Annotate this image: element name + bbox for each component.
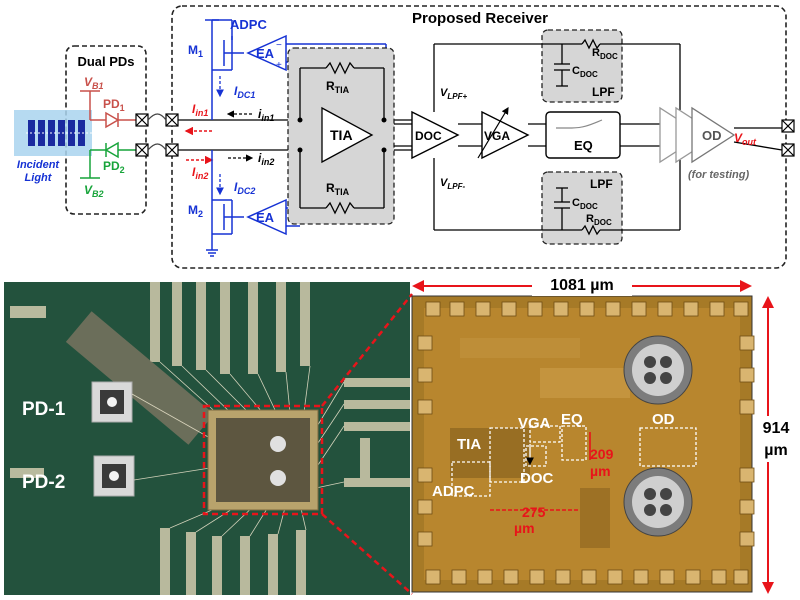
cdoc-bottom-label: CDOC — [572, 197, 598, 211]
svg-text:PD2: PD2 — [103, 159, 125, 175]
rtia-bottom-label: RTIA — [326, 181, 350, 197]
m1-label: M1 — [188, 43, 203, 59]
proposed-receiver-box — [171, 5, 787, 269]
chip-photos: PD-1 PD-2 — [0, 274, 800, 595]
pd1-photodiode: VB1 PD1 — [80, 75, 136, 129]
schematic-svg: Proposed Receiver Dual PDs Incident Ligh… — [14, 5, 795, 269]
iin2-small-label: iin2 — [258, 151, 274, 167]
for-testing-label: (for testing) — [688, 169, 749, 181]
svg-text:−: − — [276, 40, 282, 51]
dim-209-unit: µm — [590, 463, 611, 479]
rdoc-bottom-label: RDOC — [586, 213, 612, 227]
svg-text:+: + — [276, 60, 282, 71]
bond-pads-left — [135, 113, 179, 157]
idc1-label: IDC1 — [234, 84, 255, 100]
vout-label: Vout — [734, 131, 757, 147]
ea1-label: EA — [256, 46, 275, 61]
iin2-label: Iin2 — [192, 165, 208, 181]
pcb-photo — [4, 282, 410, 595]
eq-outline — [561, 425, 587, 461]
vlpf-minus-label: VLPF- — [440, 177, 465, 191]
pd2-package — [93, 455, 135, 497]
vga-amp — [481, 110, 530, 160]
cdoc-top-label: CDOC — [572, 65, 598, 79]
eq-block — [545, 111, 621, 159]
idc2-label: IDC2 — [234, 180, 255, 196]
rdoc-top-label: RDOC — [592, 47, 618, 61]
vga-outline — [529, 425, 561, 443]
iin1-small-label: iin1 — [258, 107, 274, 123]
dim-209-value: 209 — [590, 446, 614, 462]
pd1-photo-label: PD-1 — [22, 399, 66, 420]
doc-outline — [525, 445, 547, 467]
photos-svg: PD-1 PD-2 — [4, 274, 796, 595]
bond-wire-2 — [147, 143, 167, 151]
od-label: OD — [702, 128, 722, 143]
pd2-photo-label: PD-2 — [22, 472, 65, 493]
rtia-top-label: RTIA — [326, 79, 350, 95]
bond-pads-right — [781, 119, 795, 157]
die-pads — [417, 301, 755, 585]
vlpf-plus-label: VLPF+ — [440, 87, 467, 101]
die-doc-label: DOC — [520, 470, 554, 487]
pd2-photodiode: PD2 VB2 — [80, 141, 136, 199]
inductor-top — [623, 335, 693, 405]
doc-label: DOC — [415, 129, 442, 143]
die-od-label: OD — [652, 411, 675, 428]
adpc-label: ADPC — [230, 17, 267, 32]
bond-wire-1 — [147, 113, 167, 121]
receiver-schematic: Proposed Receiver Dual PDs Incident Ligh… — [0, 0, 800, 278]
dim-275-value: 275 — [522, 504, 546, 520]
iin1-label: Iin1 — [192, 102, 208, 118]
height-dimension-value: 914 — [763, 420, 790, 437]
od-outline — [639, 427, 697, 467]
dual-pds-title: Dual PDs — [77, 54, 134, 69]
die-eq-label: EQ — [561, 411, 583, 428]
eq-label: EQ — [574, 138, 593, 153]
tia-outline — [489, 427, 525, 483]
proposed-receiver-title: Proposed Receiver — [412, 10, 548, 27]
chip-highlight-box — [202, 404, 324, 516]
svg-text:PD1: PD1 — [103, 97, 125, 113]
pd1-package — [91, 381, 133, 423]
width-dimension-label: 1081 µm — [550, 278, 613, 294]
adpc-outline — [451, 461, 491, 497]
doc-amp — [411, 110, 460, 160]
die-adpc-label: ADPC — [432, 483, 475, 500]
svg-text:VB1: VB1 — [84, 75, 104, 91]
tia-label: TIA — [330, 127, 353, 143]
ea2-label: EA — [256, 210, 275, 225]
od-amps — [659, 106, 736, 164]
incident-light-label-1: Incident — [17, 159, 61, 171]
svg-text:VB2: VB2 — [84, 183, 104, 199]
inductor-bottom — [623, 467, 693, 537]
fiber-array-icon — [26, 120, 92, 146]
m2-label: M2 — [188, 203, 203, 219]
die-vga-label: VGA — [518, 415, 551, 432]
die-tia-label: TIA — [457, 436, 481, 453]
lpf-bottom-label: LPF — [590, 177, 613, 191]
dim-275-unit: µm — [514, 520, 535, 536]
incident-light-label-2: Light — [25, 172, 53, 184]
vga-label: VGA — [484, 129, 510, 143]
height-dimension-unit: µm — [764, 442, 787, 459]
lpf-top-label: LPF — [592, 85, 615, 99]
